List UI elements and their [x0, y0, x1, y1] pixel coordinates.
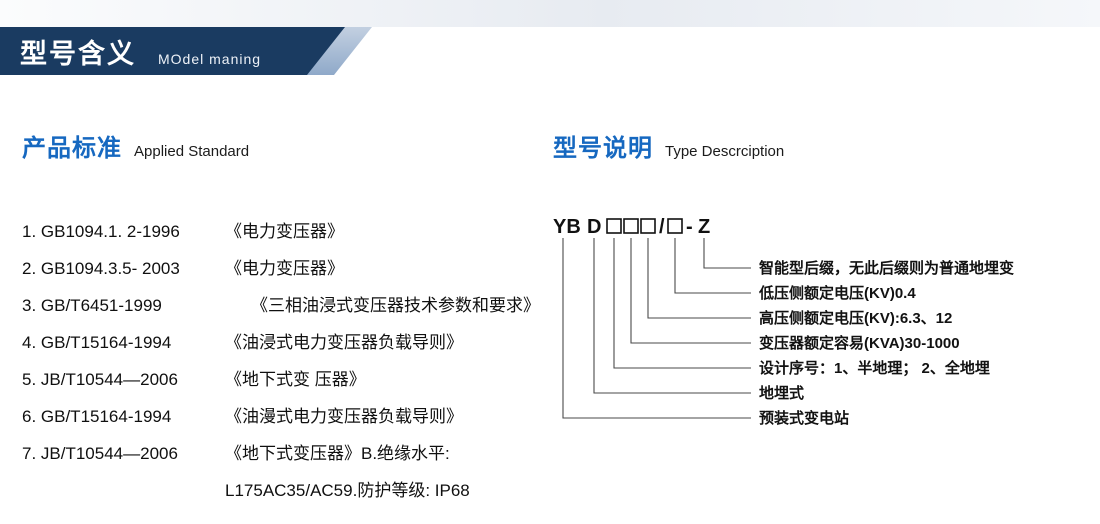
- model-box-2: [623, 218, 639, 234]
- banner: 型号含义 MOdel maning: [0, 27, 345, 75]
- standard-title: 《油浸式电力变压器负载导则》: [225, 333, 463, 352]
- top-gradient-strip: [0, 0, 1100, 27]
- standard-code: 4. GB/T15164-1994: [22, 333, 172, 352]
- standard-item: 5. JB/T10544—2006 《地下式变 压器》: [22, 361, 542, 398]
- standard-list: 1. GB1094.1. 2-1996 《电力变压器》 2. GB1094.3.…: [22, 213, 542, 509]
- standard-code: 6. GB/T15164-1994: [22, 407, 172, 426]
- banner-subtitle: MOdel maning: [158, 51, 262, 67]
- model-slash: /: [659, 216, 665, 238]
- standard-title: 《三相油浸式变压器技术参数和要求》: [251, 296, 540, 315]
- standard-title: 《地下式变压器》B.绝缘水平:: [225, 444, 450, 463]
- standard-title: L175AC35/AC59.防护等级: IP68: [225, 481, 470, 500]
- standard-title: 《油漫式电力变压器负载导则》: [225, 407, 463, 426]
- standard-code: 1. GB1094.1. 2-1996: [22, 222, 180, 241]
- standard-code: [22, 472, 225, 509]
- leader-line-box-1: [613, 238, 751, 369]
- leader-line-prefix: [562, 238, 751, 419]
- type-description-heading: 型号说明 Type Descrciption: [553, 128, 1100, 163]
- diagram-label-prefab-substation: 预装式变电站: [759, 409, 849, 427]
- leader-line-type-code: [593, 238, 751, 394]
- standard-title: 《地下式变 压器》: [225, 370, 366, 389]
- model-box-4: [667, 218, 683, 234]
- applied-standard-heading-en: Applied Standard: [134, 143, 250, 160]
- diagram-label-smart-suffix: 智能型后缀，无此后缀则为普通地埋变: [759, 259, 1014, 277]
- type-description-heading-en: Type Descrciption: [665, 143, 785, 160]
- model-prefix: YB: [553, 216, 581, 238]
- model-dash: -: [686, 216, 693, 238]
- applied-standard-heading: 产品标准 Applied Standard: [22, 128, 542, 163]
- model-type-code: D: [587, 216, 601, 238]
- diagram-label-high-voltage: 高压侧额定电压(KV):6.3、12: [759, 309, 952, 327]
- standard-title: 《电力变压器》: [225, 259, 344, 278]
- standard-item: 7. JB/T10544—2006 《地下式变压器》B.绝缘水平:: [22, 435, 542, 472]
- model-box-3: [640, 218, 656, 234]
- leader-line-suffix: [703, 238, 751, 269]
- applied-standard-heading-cn: 产品标准: [22, 135, 122, 162]
- standard-code: 7. JB/T10544—2006: [22, 444, 178, 463]
- diagram-label-design-number: 设计序号：1、半地理； 2、全地埋: [759, 359, 990, 377]
- standard-code: 2. GB1094.3.5- 2003: [22, 259, 180, 278]
- model-box-1: [606, 218, 622, 234]
- standard-item: 6. GB/T15164-1994 《油漫式电力变压器负载导则》: [22, 398, 542, 435]
- standard-item: 2. GB1094.3.5- 2003 《电力变压器》: [22, 250, 542, 287]
- banner-title: 型号含义: [20, 39, 136, 69]
- standard-item: 1. GB1094.1. 2-1996 《电力变压器》: [22, 213, 542, 250]
- standard-item: 3. GB/T6451-1999 《三相油浸式变压器技术参数和要求》: [22, 287, 542, 324]
- leader-line-box-4: [674, 238, 751, 294]
- standard-code: 5. JB/T10544—2006: [22, 370, 178, 389]
- model-designation-diagram: YB D / - Z 智能型后缀，无此后缀则为普通地埋变 低压侧额定电压(KV)…: [553, 216, 1014, 427]
- standard-item-continuation: L175AC35/AC59.防护等级: IP68: [22, 472, 542, 509]
- standard-item: 4. GB/T15164-1994 《油浸式电力变压器负载导则》: [22, 324, 542, 361]
- leader-line-box-3: [647, 238, 751, 319]
- type-description-section: 型号说明 Type Descrciption YB D / - Z 智能型后缀，…: [553, 128, 1100, 443]
- type-description-heading-cn: 型号说明: [553, 135, 653, 162]
- applied-standard-section: 产品标准 Applied Standard 1. GB1094.1. 2-199…: [22, 128, 542, 509]
- diagram-label-low-voltage: 低压侧额定电压(KV)0.4: [758, 284, 916, 302]
- diagram-label-rated-capacity: 变压器额定容易(KVA)30-1000: [759, 334, 960, 352]
- standard-code: 3. GB/T6451-1999: [22, 296, 162, 315]
- standard-title: 《电力变压器》: [225, 222, 344, 241]
- leader-line-box-2: [630, 238, 751, 344]
- model-suffix: Z: [698, 216, 710, 238]
- diagram-label-buried-type: 地埋式: [759, 384, 804, 402]
